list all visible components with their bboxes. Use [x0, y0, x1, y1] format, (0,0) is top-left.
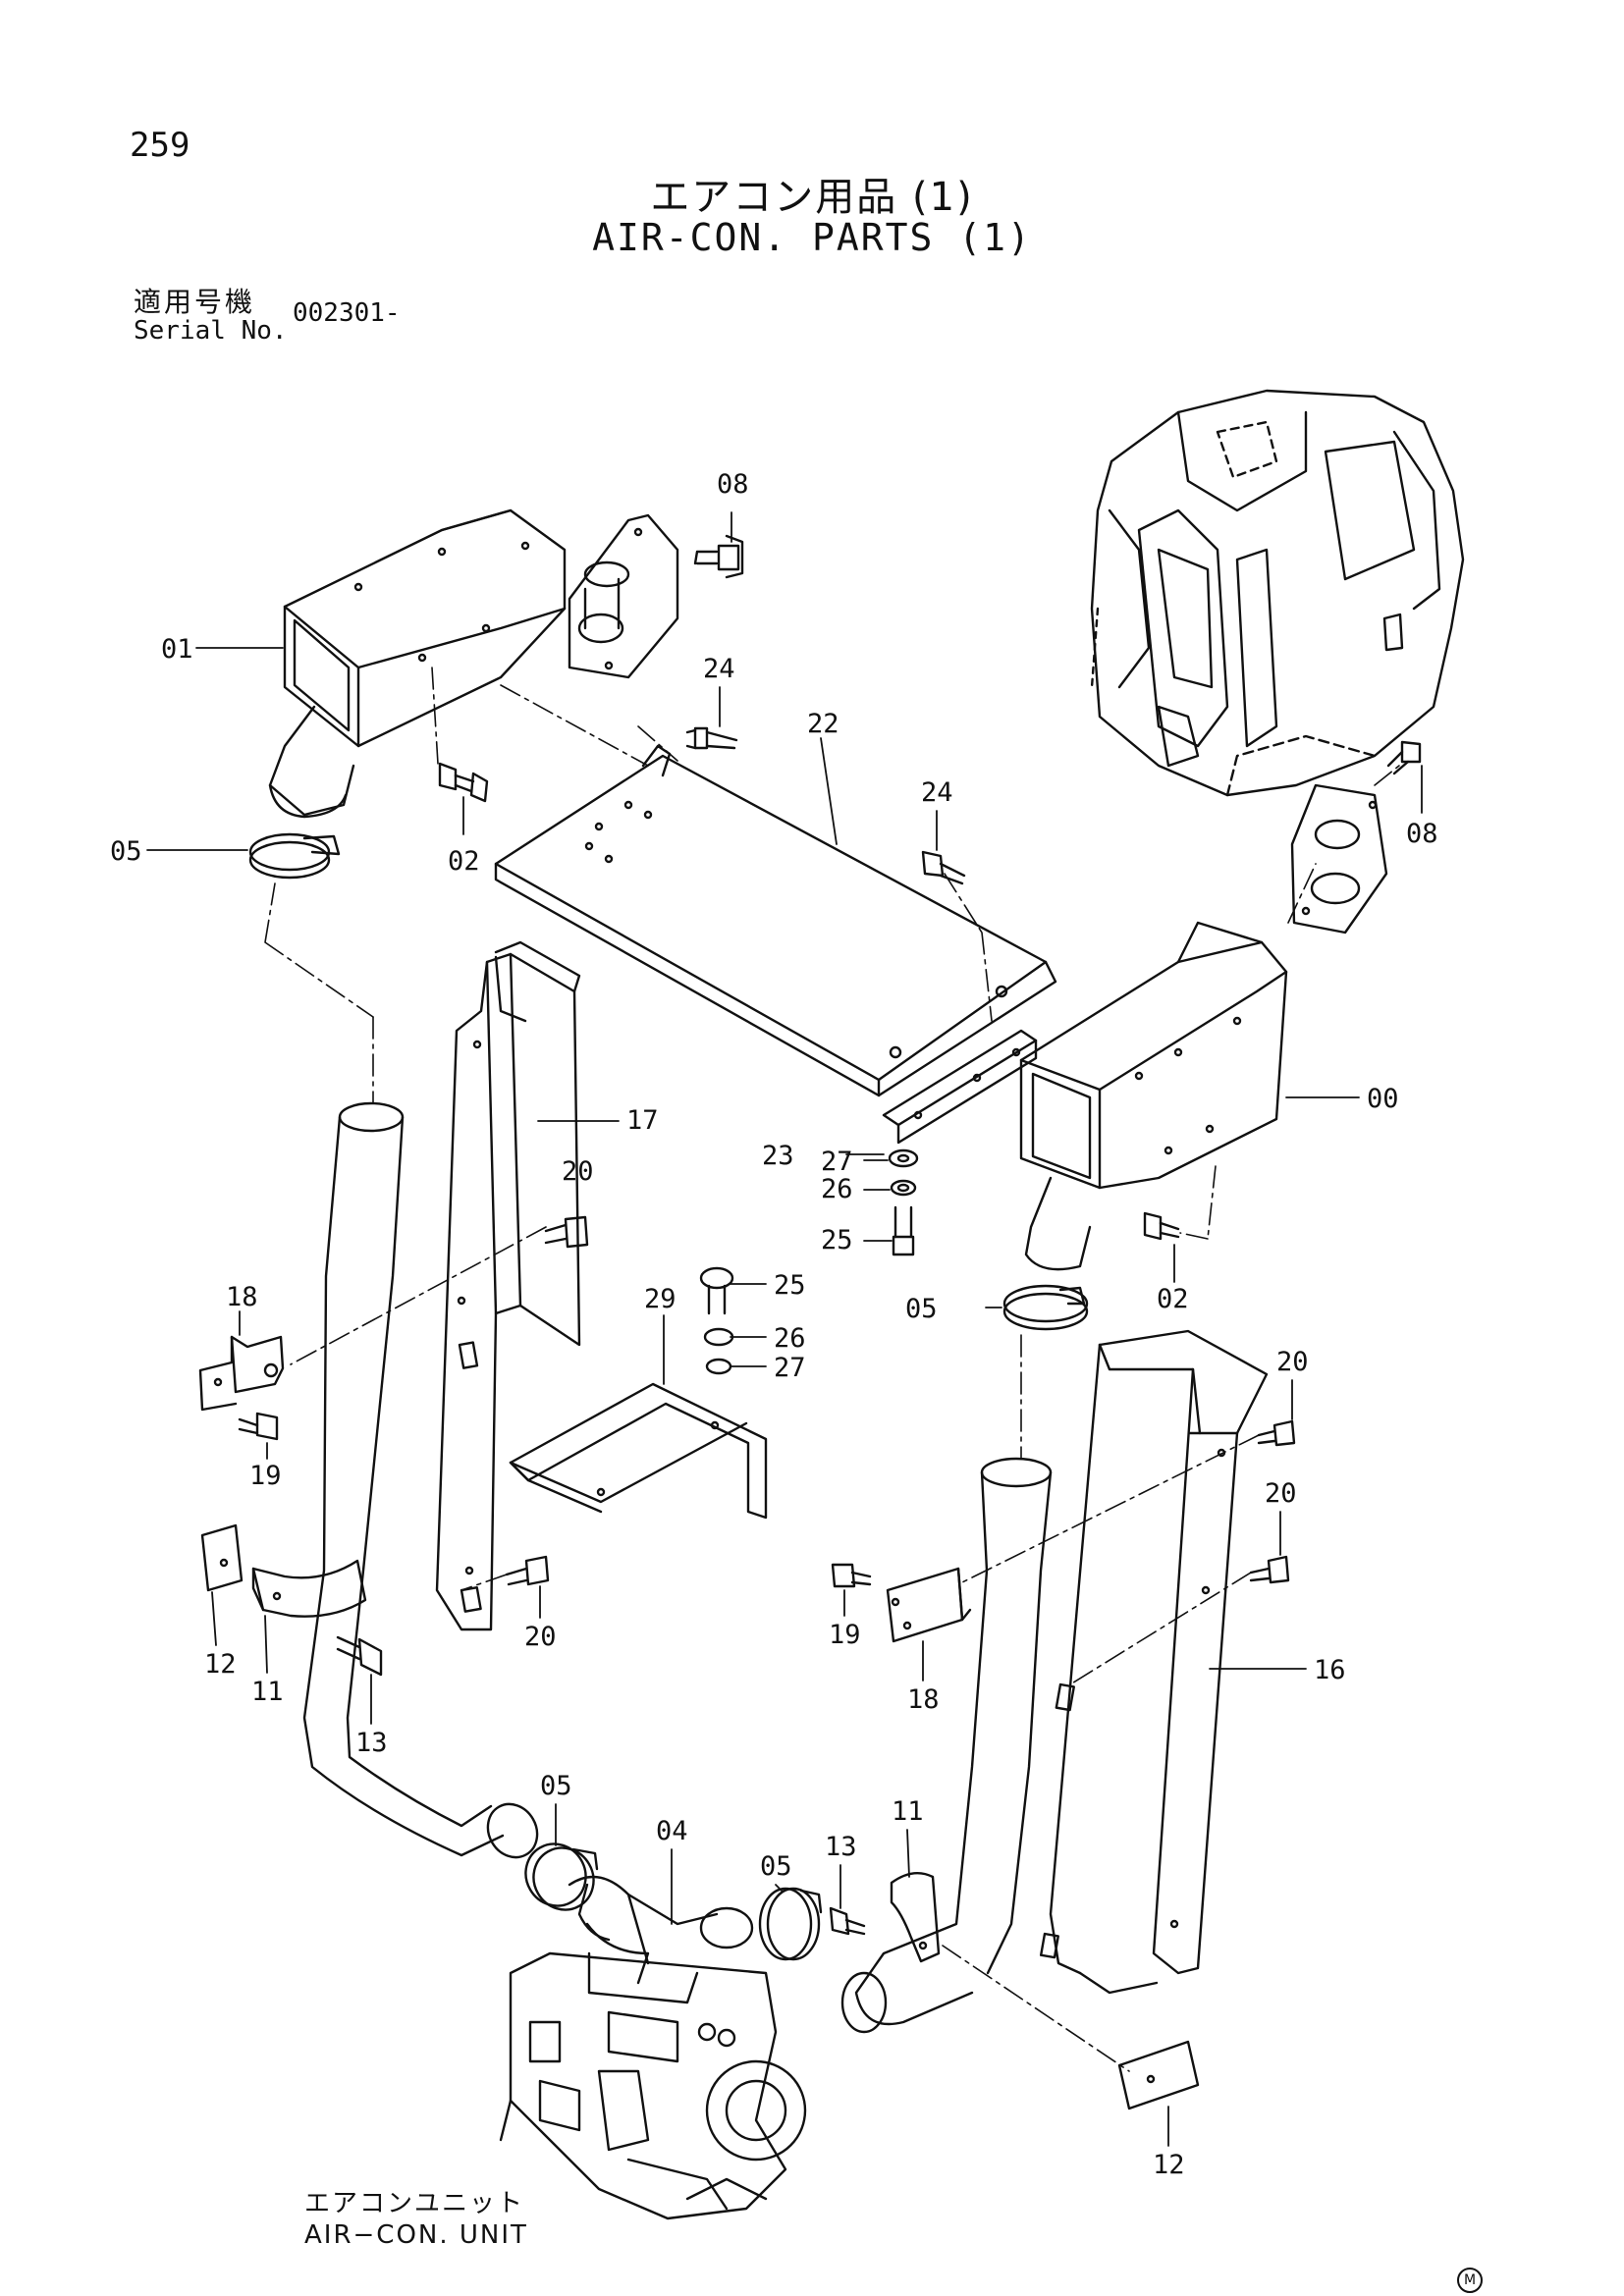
callout-04: 04 [656, 1816, 688, 1846]
part-00-duct-right [1019, 921, 1288, 1271]
callout-24-upper: 24 [703, 654, 735, 684]
serial-label-english: Serial No. [134, 316, 288, 346]
bolt-02-right [1143, 1211, 1180, 1241]
part-29-bracket [509, 1382, 768, 1520]
callout-17: 17 [626, 1105, 659, 1136]
callout-27-lower: 27 [774, 1353, 806, 1383]
part-04-elbow [568, 1875, 754, 1985]
washer-27-upper [888, 1148, 919, 1168]
bolt-08-right [1386, 740, 1422, 775]
callout-02-left: 02 [448, 846, 480, 877]
part-18-bracket-left [198, 1335, 285, 1412]
callout-18-left: 18 [226, 1282, 258, 1312]
aircon-unit-label-japanese: エアコンユニット [304, 2189, 525, 2218]
part-16-channel-right [1039, 1329, 1269, 1995]
callout-16: 16 [1314, 1655, 1346, 1685]
part-23-angle [882, 1029, 1038, 1145]
bolt-24-upper [685, 726, 738, 750]
hose-left-vertical [302, 1101, 539, 1859]
page-number: 259 [130, 126, 190, 165]
callout-26-upper: 26 [821, 1174, 853, 1204]
bolt-24-lower [921, 850, 966, 885]
callout-20-upper-right: 20 [1276, 1347, 1309, 1377]
callout-08-right: 08 [1406, 819, 1438, 849]
callout-20-lower-right: 20 [1265, 1478, 1297, 1509]
part-11-clamp-right [890, 1871, 941, 1963]
callout-11-left: 11 [251, 1677, 284, 1707]
callout-12-left: 12 [204, 1649, 237, 1680]
circled-m-mark: M [1457, 2268, 1483, 2293]
callout-13-left: 13 [355, 1728, 388, 1758]
callout-13-right: 13 [825, 1832, 857, 1862]
bolt-20-upper-left [544, 1215, 589, 1249]
page-title-english: AIR-CON. PARTS (1) [592, 216, 1032, 259]
bolt-20-upper-right [1257, 1419, 1296, 1447]
cab-illustration [1090, 389, 1465, 797]
bolt-25-lower [699, 1266, 734, 1315]
bolt-02-left [438, 762, 489, 803]
callout-20-lower-left: 20 [524, 1622, 557, 1652]
callout-00: 00 [1367, 1084, 1399, 1114]
hose-clamp-05-lower-left [524, 1842, 599, 1911]
washer-26-upper [890, 1179, 917, 1197]
bolt-19-left [238, 1412, 279, 1441]
washer-27-lower [705, 1358, 732, 1375]
hose-right-vertical [840, 1457, 1053, 2034]
callout-05-lower-right: 05 [760, 1851, 792, 1882]
bolt-25-upper [892, 1205, 915, 1256]
part-08-cover-upper [568, 513, 679, 679]
aircon-unit-illustration [499, 1951, 807, 2220]
callout-05-upper: 05 [110, 836, 142, 867]
aircon-unit-label-english: AIR−CON. UNIT [304, 2220, 528, 2250]
part-01-duct-left [268, 508, 567, 819]
callout-19-right: 19 [829, 1620, 861, 1650]
callout-29: 29 [644, 1284, 677, 1314]
assembly-lines [264, 667, 1405, 2072]
callout-02-right: 02 [1157, 1284, 1189, 1314]
leader-lines [146, 511, 1423, 2147]
callout-labels: 08 01 24 22 02 24 05 08 00 17 23 27 26 2… [110, 469, 1438, 2180]
part-22-bracket [494, 744, 1057, 1097]
bolt-19-right [831, 1563, 872, 1588]
bolt-13-right [829, 1906, 866, 1936]
part-17-channel-left [435, 940, 581, 1631]
bolt-08-upper [693, 534, 744, 579]
callout-01: 01 [161, 634, 193, 665]
callout-20-upper-left: 20 [562, 1156, 594, 1187]
hose-clamp-05-middle [1002, 1284, 1089, 1331]
part-08-cover-right [1290, 783, 1388, 934]
callout-08-upper: 08 [717, 469, 749, 500]
bolt-13-left [336, 1635, 383, 1677]
callout-26-lower: 26 [774, 1323, 806, 1354]
page-title-japanese: エアコン用品 (1) [650, 175, 974, 220]
part-11-clamp-left [251, 1559, 367, 1618]
part-18-bracket-right [886, 1567, 972, 1643]
callout-24-lower: 24 [921, 777, 953, 808]
callout-25-lower: 25 [774, 1270, 806, 1301]
callout-27-upper: 27 [821, 1147, 853, 1177]
callout-12-right: 12 [1153, 2150, 1185, 2180]
bolt-20-lower-left [505, 1555, 550, 1586]
callout-11-right: 11 [892, 1796, 924, 1827]
hose-clamp-05-upper [248, 832, 341, 880]
callout-05-lower-left: 05 [540, 1771, 572, 1801]
callout-18-right: 18 [907, 1684, 940, 1715]
bolt-20-lower-right [1249, 1555, 1290, 1584]
serial-number-value: 002301- [293, 298, 401, 328]
serial-label-japanese: 適用号機 [134, 286, 256, 318]
callout-22: 22 [807, 709, 839, 739]
callout-19-left: 19 [249, 1461, 282, 1491]
part-12-plate-right [1117, 2040, 1200, 2110]
hose-clamp-05-lower-right [758, 1887, 823, 1961]
callout-05-middle: 05 [905, 1294, 938, 1324]
washer-26-lower [703, 1327, 734, 1347]
callout-23: 23 [762, 1141, 794, 1171]
callout-25-upper: 25 [821, 1225, 853, 1255]
part-12-plate-left [200, 1523, 244, 1592]
